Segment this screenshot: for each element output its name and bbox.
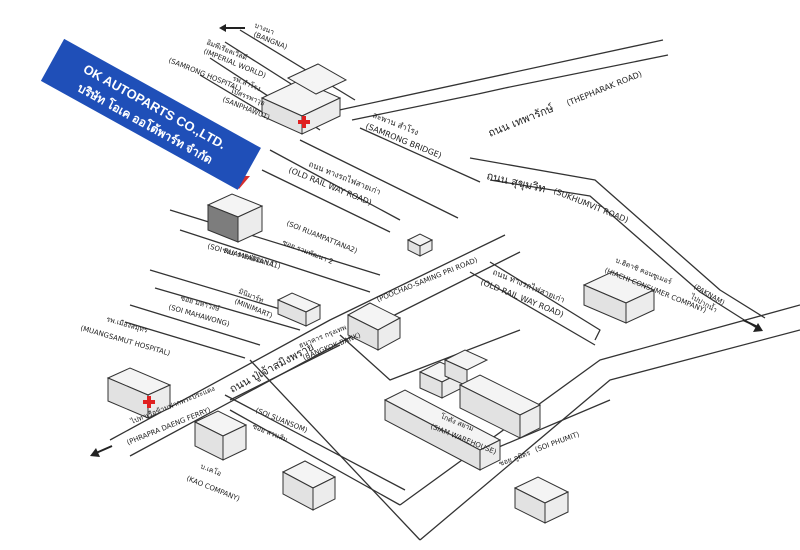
building-lower-middle xyxy=(281,460,337,511)
building-siam-warehouse xyxy=(383,349,542,471)
building-bangkok-bank xyxy=(346,302,402,351)
old-railway-road-upper xyxy=(269,149,401,221)
label-sukhumvit-th: ถนน สุขุมวิท xyxy=(485,169,546,195)
lower-road xyxy=(249,359,421,541)
soi-suansom xyxy=(224,394,406,491)
soi-ruampattana2 xyxy=(169,209,381,276)
label-muangsamut-th: รพ.เมืองสมุทร xyxy=(105,315,148,334)
building-lower-right xyxy=(513,476,570,524)
label-kao-en: (KAO COMPANY) xyxy=(185,474,241,503)
label-soi-ruampattana1-en: (SOI RUAMPATTANA1) xyxy=(206,242,281,271)
label-thepharak-en: (THEPHARAK ROAD) xyxy=(565,69,643,107)
poochao-road xyxy=(109,234,506,441)
arrow-right-icon xyxy=(742,319,763,332)
label-soi-phumit-th: ซอย ภูมิตร xyxy=(498,449,532,468)
label-soi-phumit-en: (SOI PHUMIT) xyxy=(534,430,581,454)
hospital-cross-icon xyxy=(298,116,310,128)
buildings xyxy=(106,63,656,524)
soi-phumit xyxy=(479,399,611,456)
bangna-road xyxy=(239,29,356,101)
label-poochao-road-th: ถนน ปู่เจ้าสมิงพราย xyxy=(227,340,316,395)
soi-mahawong xyxy=(129,304,261,346)
building-ok-autoparts xyxy=(206,193,264,243)
sukhumvit-road xyxy=(469,157,766,319)
label-muangsamut-en: (MUANGSAMUT HOSPITAL) xyxy=(79,324,171,357)
building-muangsamut-hospital xyxy=(106,367,172,419)
label-thepharak-th: ถนน เทพารักษ์ xyxy=(486,102,556,140)
building-hitachi xyxy=(582,271,656,324)
label-sukhumvit-en: (SUKHUMVIT ROAD) xyxy=(552,187,629,225)
old-railway-road-lower xyxy=(489,261,601,341)
samrong-bridge-road xyxy=(359,127,481,183)
hospital-cross-icon xyxy=(143,396,155,408)
roads xyxy=(109,29,800,541)
building-kao xyxy=(193,410,248,461)
building-small-soi xyxy=(406,233,434,257)
arrow-left-icon xyxy=(90,445,113,457)
label-kao-th: บ.เคโอ xyxy=(199,462,223,478)
arrow-left-icon xyxy=(219,24,245,32)
building-minimart xyxy=(276,292,322,327)
thepharak-road xyxy=(329,39,664,113)
